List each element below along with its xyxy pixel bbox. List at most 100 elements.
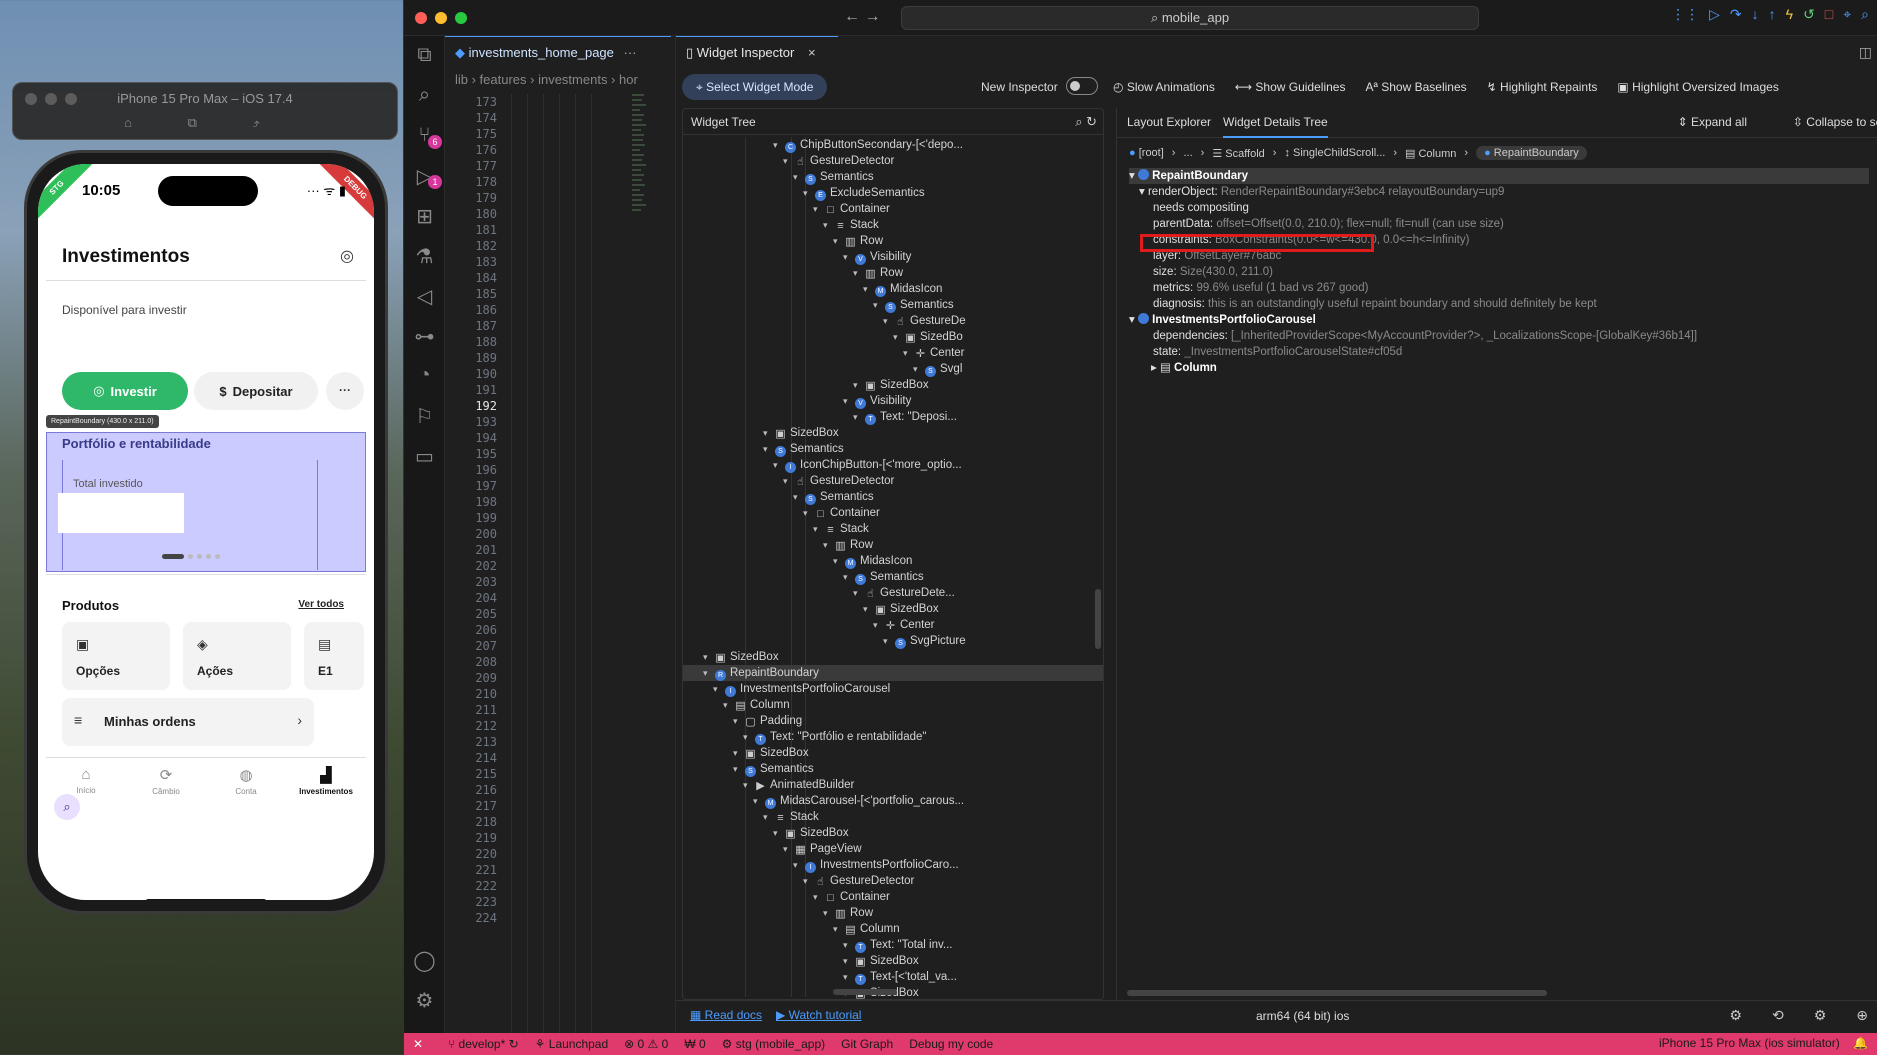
remote-icon[interactable]: ⚐ bbox=[415, 406, 434, 428]
slow-animations-button[interactable]: ◴ Slow Animations bbox=[1113, 80, 1215, 94]
git-graph-icon[interactable]: ⊶ bbox=[414, 326, 435, 348]
crumb-scaffold[interactable]: ☰ Scaffold bbox=[1212, 147, 1265, 160]
widget-tree-row[interactable]: ▾≡Stack bbox=[683, 521, 1103, 537]
chevron-down-icon[interactable]: ▾ bbox=[703, 668, 708, 678]
chevron-down-icon[interactable]: ▾ bbox=[913, 364, 918, 374]
step-out-icon[interactable]: ↑ bbox=[1768, 6, 1776, 22]
select-widget-mode-button[interactable]: ⌖ Select Widget Mode bbox=[682, 74, 828, 100]
source-control-icon[interactable]: ⑂ bbox=[418, 124, 431, 146]
highlight-repaints-button[interactable]: ↯ Highlight Repaints bbox=[1486, 80, 1598, 94]
search-refresh-icons[interactable]: ⌕ ↻ bbox=[1075, 114, 1097, 129]
chevron-down-icon[interactable]: ▾ bbox=[823, 220, 828, 230]
widget-tree-row[interactable]: ▾☝GestureDe bbox=[683, 313, 1103, 329]
chevron-down-icon[interactable]: ▾ bbox=[813, 204, 818, 214]
widget-tree-row[interactable]: ▾▥Row bbox=[683, 265, 1103, 281]
refresh-icon[interactable]: ⟲ bbox=[1771, 1007, 1784, 1023]
chevron-down-icon[interactable]: ▾ bbox=[813, 892, 818, 902]
widget-tree-row[interactable]: ▾▦PageView bbox=[683, 841, 1103, 857]
nav-home[interactable]: ⌂Início bbox=[46, 758, 126, 817]
widget-tree-row[interactable]: ▾▣SizedBox bbox=[683, 601, 1103, 617]
widget-tree-row[interactable]: ▾□Container bbox=[683, 201, 1103, 217]
step-into-icon[interactable]: ↓ bbox=[1751, 6, 1759, 22]
chevron-down-icon[interactable]: ▾ bbox=[773, 828, 778, 838]
chevron-down-icon[interactable]: ▾ bbox=[733, 716, 738, 726]
horizontal-scrollbar[interactable] bbox=[833, 989, 897, 995]
widget-tree-row[interactable]: ▾▣SizedBox bbox=[683, 377, 1103, 393]
chevron-down-icon[interactable]: ▾ bbox=[713, 684, 718, 694]
chevron-down-icon[interactable]: ▾ bbox=[843, 396, 848, 406]
window-controls[interactable] bbox=[25, 93, 77, 105]
chevron-down-icon[interactable]: ▾ bbox=[843, 972, 848, 982]
help-icon[interactable]: ⊕ bbox=[1856, 1007, 1868, 1023]
widget-tree-row[interactable]: ▾▥Row bbox=[683, 537, 1103, 553]
devtools-icon[interactable]: ⌖ bbox=[1843, 6, 1852, 22]
chevron-down-icon[interactable]: ▾ bbox=[883, 636, 888, 646]
chevron-down-icon[interactable]: ▾ bbox=[793, 860, 798, 870]
product-card-options[interactable]: ▣ Opções bbox=[62, 622, 170, 690]
editor-tab[interactable]: ◆ investments_home_page ··· bbox=[445, 36, 671, 70]
timeline-icon[interactable]: ◔ bbox=[418, 364, 431, 386]
widget-tree-row[interactable]: ▾▢Padding bbox=[683, 713, 1103, 729]
chevron-down-icon[interactable]: ▾ bbox=[793, 492, 798, 502]
chevron-down-icon[interactable]: ▾ bbox=[733, 764, 738, 774]
step-over-icon[interactable]: ↷ bbox=[1729, 6, 1742, 22]
chevron-down-icon[interactable]: ▾ bbox=[853, 380, 858, 390]
problems-count[interactable]: ⊗ 0 ⚠ 0 bbox=[624, 1037, 669, 1051]
extensions-icon[interactable]: ⊞ bbox=[416, 206, 433, 228]
hot-reload-icon[interactable]: ϟ bbox=[1785, 6, 1794, 22]
chevron-down-icon[interactable]: ▾ bbox=[843, 572, 848, 582]
vertical-scrollbar[interactable] bbox=[1095, 589, 1101, 649]
chevron-down-icon[interactable]: ▾ bbox=[833, 556, 838, 566]
history-nav-arrows[interactable]: ← → bbox=[844, 8, 881, 25]
debug-my-code[interactable]: Debug my code bbox=[909, 1037, 994, 1051]
widget-tree-row[interactable]: ▾☝GestureDetector bbox=[683, 873, 1103, 889]
chevron-down-icon[interactable]: ▾ bbox=[773, 460, 778, 470]
testing-icon[interactable]: ⚗ bbox=[415, 246, 434, 268]
widget-tree-row[interactable]: ▾▥Row bbox=[683, 905, 1103, 921]
crumb-root[interactable]: ● [root] bbox=[1129, 147, 1164, 159]
drag-handle-icon[interactable]: ⋮⋮ bbox=[1671, 6, 1700, 22]
chevron-down-icon[interactable]: ▾ bbox=[733, 748, 738, 758]
search-fab-icon[interactable]: ⌕ bbox=[54, 794, 80, 820]
search-icon[interactable]: ⌕ bbox=[418, 84, 431, 106]
explorer-icon[interactable]: ⧉ bbox=[417, 44, 432, 66]
chevron-down-icon[interactable]: ▾ bbox=[833, 236, 838, 246]
widget-tree-row[interactable]: ▾✛Center bbox=[683, 617, 1103, 633]
chevron-down-icon[interactable]: ▾ bbox=[773, 140, 778, 150]
chevron-down-icon[interactable]: ▾ bbox=[703, 652, 708, 662]
widget-tree-row[interactable]: ▾▣SizedBox bbox=[683, 745, 1103, 761]
widget-tree-row[interactable]: ▾☝GestureDetector bbox=[683, 473, 1103, 489]
widget-tree-row[interactable]: ▾▣SizedBo bbox=[683, 329, 1103, 345]
chevron-down-icon[interactable]: ▾ bbox=[753, 796, 758, 806]
tab-layout-explorer[interactable]: Layout Explorer bbox=[1127, 115, 1212, 129]
nav-investments[interactable]: ▟Investimentos bbox=[286, 758, 366, 817]
invest-button[interactable]: ◎ Investir bbox=[62, 372, 188, 410]
chevron-down-icon[interactable]: ▾ bbox=[793, 172, 798, 182]
chevron-down-icon[interactable]: ▾ bbox=[863, 284, 868, 294]
window-controls[interactable] bbox=[415, 12, 467, 24]
chevron-down-icon[interactable]: ▾ bbox=[863, 604, 868, 614]
chevron-down-icon[interactable]: ▾ bbox=[813, 524, 818, 534]
gear-icon[interactable]: ⚙ bbox=[1813, 1007, 1827, 1023]
chevron-down-icon[interactable]: ▾ bbox=[783, 156, 788, 166]
product-card-etf[interactable]: ▤ E1 bbox=[304, 622, 364, 690]
highlight-oversized-images-button[interactable]: ▣ Highlight Oversized Images bbox=[1617, 80, 1779, 94]
widget-tree-row[interactable]: ▾▥Row bbox=[683, 233, 1103, 249]
my-orders-row[interactable]: ≡ Minhas ordens › bbox=[62, 698, 314, 746]
chevron-down-icon[interactable]: ▾ bbox=[763, 428, 768, 438]
remote-indicator-icon[interactable]: ✕ bbox=[412, 1037, 424, 1051]
launchpad[interactable]: ⚘ Launchpad bbox=[534, 1037, 609, 1051]
